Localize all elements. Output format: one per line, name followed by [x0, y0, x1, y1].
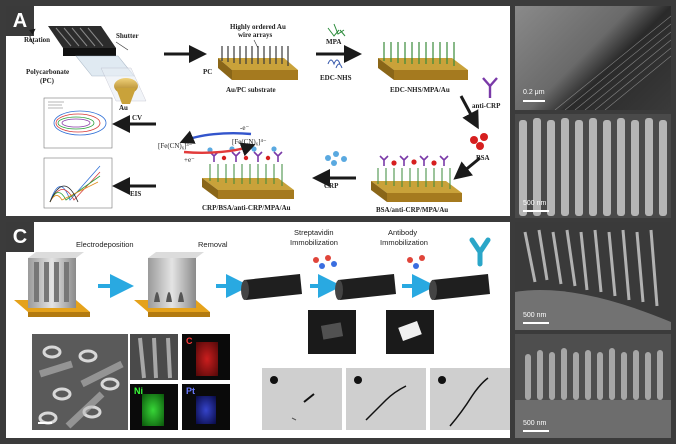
- scale-label-2: 500 nm: [523, 200, 547, 207]
- scale-bar-4: [523, 430, 549, 432]
- label-platinum: Pt: [186, 386, 195, 396]
- label-cv: CV: [132, 114, 143, 122]
- nanowire-illustration-2: [313, 255, 396, 300]
- label-ferricyanide: [Fe(CN)₆]³⁻: [158, 142, 193, 150]
- crp-molecules-icon: [325, 151, 347, 166]
- label-plus-e: +e⁻: [184, 156, 195, 164]
- antibody-icon: [469, 237, 491, 267]
- label-carbon: C: [186, 336, 193, 346]
- sem-image-3: 500 nm: [515, 222, 671, 330]
- label-minus-e: -e⁻: [240, 124, 250, 132]
- step-removal: Removal: [198, 240, 228, 249]
- step-immobilization-1: Immobilization: [290, 238, 338, 247]
- label-au-pc-substrate: Au/PC substrate: [226, 86, 276, 94]
- scale-bar-1: [523, 100, 545, 102]
- micro-sem-detail: [130, 334, 178, 380]
- panel-c-letter: C: [6, 222, 34, 252]
- sem-image-4: 500 nm: [515, 334, 671, 438]
- scale-label-1: 0.2 μm: [523, 89, 545, 96]
- micro-fluorescence-1: [308, 310, 356, 354]
- label-crp-bsa-anti-crp: CRP/BSA/anti-CRP/MPA/Au: [202, 204, 291, 212]
- micro-sem-tubes: [32, 334, 128, 430]
- micro-brightfield-3: [430, 368, 510, 430]
- cv-plot-thumbnail: [43, 97, 113, 149]
- panel-a-letter: A: [6, 6, 34, 36]
- label-eis: EIS: [130, 190, 142, 198]
- label-pc-short: (PC): [40, 77, 54, 85]
- label-bsa: BSA: [476, 154, 490, 162]
- step-immobilization-2: Immobilization: [380, 238, 428, 247]
- label-rotation: Rotation: [24, 36, 51, 44]
- micro-brightfield-2: [346, 368, 426, 430]
- label-wire-arrays: wire arrays: [238, 31, 273, 39]
- micro-brightfield-1: [262, 368, 342, 430]
- template-electrodeposition-illustration: [14, 252, 90, 317]
- scale-bar-3: [523, 322, 549, 324]
- label-edc-nhs: EDC-NHS: [320, 74, 352, 82]
- scale-label-4: 500 nm: [523, 420, 547, 427]
- label-shutter: Shutter: [116, 32, 139, 40]
- nanowire-illustration-1: [241, 274, 302, 300]
- label-crp: CRP: [324, 182, 339, 190]
- scale-bar-2: [523, 210, 549, 212]
- label-anti-crp: anti-CRP: [472, 102, 501, 110]
- panel-b: B 0.2 μm 500 nm: [515, 6, 671, 438]
- mpa-molecules-icon: [327, 23, 346, 37]
- label-highly-ordered: Highly ordered Au: [230, 23, 286, 31]
- label-au: Au: [119, 104, 128, 112]
- sem-image-1: 0.2 μm: [515, 6, 671, 110]
- label-ferrocyanide: [Fe(CN)₆]⁴⁻: [232, 138, 267, 146]
- micro-edx-platinum: Pt: [182, 384, 230, 430]
- crp-bsa-anti-crp-illustration: [202, 146, 294, 199]
- bsa-anti-crp-illustration: [371, 155, 462, 202]
- label-bsa-anti-crp: BSA/anti-CRP/MPA/Au: [376, 206, 449, 214]
- scale-label-3: 500 nm: [523, 312, 547, 319]
- eis-plot-thumbnail: [43, 157, 113, 209]
- label-pc: PC: [203, 68, 213, 76]
- au-pc-substrate-illustration: [218, 39, 298, 80]
- micro-fluorescence-2: [386, 310, 434, 354]
- edc-nhs-mpa-au-illustration: [378, 42, 468, 80]
- panel-a-schematic: [29, 23, 498, 209]
- panel-c-schematic: [14, 237, 491, 317]
- panel-c: C Electrodeposition Removal Streptavidin…: [6, 222, 510, 438]
- step-antibody: Antibody: [388, 228, 418, 237]
- micro-scale-1: [38, 422, 52, 424]
- step-electrodeposition: Electrodeposition: [76, 240, 134, 249]
- template-removal-illustration: [134, 252, 210, 317]
- sem-image-2: 500 nm: [515, 114, 671, 218]
- anti-crp-antibody-icon: [482, 77, 498, 98]
- edc-nhs-molecules-icon: [327, 59, 343, 69]
- bsa-spheres-icon: [470, 133, 488, 150]
- micro-edx-carbon: C: [182, 334, 230, 380]
- micro-edx-nickel: Ni: [130, 384, 178, 430]
- panel-a: A: [6, 6, 510, 216]
- nanowire-illustration-3: [407, 237, 491, 300]
- label-edc-nhs-mpa-au: EDC-NHS/MPA/Au: [390, 86, 450, 94]
- sputter-setup-illustration: [29, 26, 147, 104]
- label-nickel: Ni: [134, 386, 143, 396]
- step-streptavidin: Streptavidin: [294, 228, 334, 237]
- label-mpa: MPA: [326, 38, 342, 46]
- label-polycarbonate: Polycarbonate: [26, 68, 70, 76]
